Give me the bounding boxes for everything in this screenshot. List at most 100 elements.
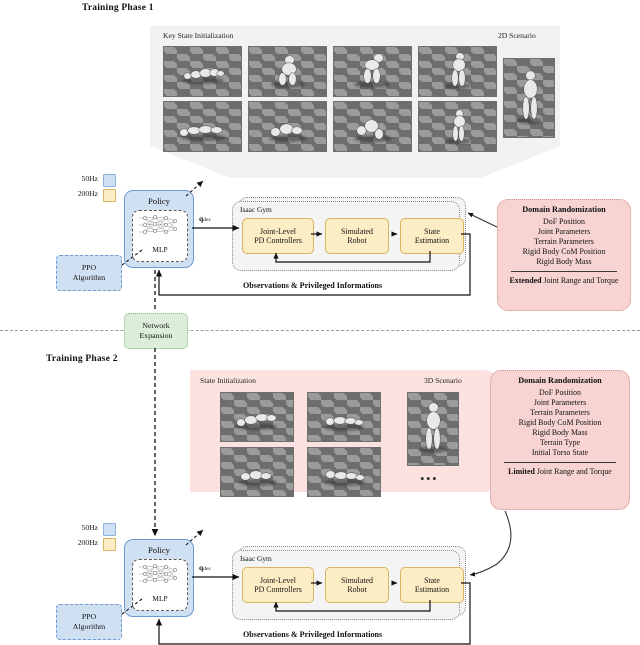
block-line1: State (424, 226, 440, 236)
qdes-signal-label: qdes (199, 214, 211, 223)
dr-divider (504, 462, 616, 464)
isaac-gym-title: Isaac Gym (240, 205, 272, 214)
dr-divider (511, 271, 617, 273)
dr-item: Terrain Parameters (534, 236, 594, 246)
sim-thumbnail (163, 46, 242, 97)
ppo-line2: Algorithm (72, 622, 106, 631)
block-line1: State (424, 575, 440, 585)
dr-footer-rest: Joint Range and Torque (541, 276, 619, 286)
phase1-panel-left-label: Key State Initialization (163, 31, 234, 40)
mlp-network-icon (139, 215, 177, 234)
ppo-line1: PPO (81, 612, 97, 622)
legend-label-50hz: 50Hz (81, 523, 98, 532)
sim-thumbnail-scenario-3d (407, 392, 459, 466)
dr-item: Rigid Body Mass (532, 427, 588, 437)
dr-title: Domain Randomization (518, 376, 602, 385)
phase1-title: Training Phase 1 (82, 3, 154, 13)
dr-title: Domain Randomization (522, 205, 606, 214)
legend-label-200hz: 200Hz (77, 538, 98, 547)
sim-thumbnail (418, 46, 497, 97)
mlp-network-icon (139, 564, 177, 583)
ppo-algorithm-box[interactable]: PPO Algorithm (56, 255, 122, 291)
dr-item: Rigid Body CoM Position (522, 246, 606, 256)
sim-thumbnail (220, 392, 294, 442)
dr-footer-strong: Limited (508, 467, 535, 477)
sim-thumbnail (220, 447, 294, 497)
dr-footer-rest: Joint Range and Torque (534, 467, 612, 477)
policy-title: Policy (148, 196, 170, 206)
mlp-label: MLP (152, 594, 168, 603)
dr-item: Initial Torso State (531, 448, 589, 458)
feedback-label: Observations & Privileged Informations (243, 281, 383, 290)
dr-item: DoF Position (543, 216, 585, 226)
block-line1: Simulated (341, 575, 373, 585)
mlp-container: MLP (132, 559, 188, 611)
checkerboard-floor (334, 102, 411, 151)
block-line2: Estimation (414, 236, 450, 245)
ellipsis-more-scenarios: ••• (420, 471, 439, 486)
policy-box[interactable]: Policy MLP (124, 190, 194, 268)
legend-swatch-50hz (103, 523, 116, 536)
sim-thumbnail (418, 101, 497, 152)
network-expansion-line1: Network (142, 321, 170, 331)
phase2-panel-left-label: State Initialization (200, 376, 256, 385)
block-line2: Robot (347, 236, 367, 245)
dr-footer: Limited Joint Range and Torque (495, 467, 625, 477)
dr-item: Terrain Type (539, 438, 581, 448)
block-line2: PD Controllers (254, 585, 302, 594)
feedback-label: Observations & Privileged Informations (243, 630, 383, 639)
qdes-symbol: q (199, 563, 204, 572)
sim-thumbnail (307, 392, 381, 442)
sim-thumbnail-scenario-2d (503, 58, 555, 138)
qdes-symbol: q (199, 214, 204, 223)
mlp-label: MLP (152, 245, 168, 254)
dr-footer: Extended Joint Range and Torque (502, 276, 626, 286)
dr-item: DoF Position (539, 387, 581, 397)
block-line2: Estimation (414, 585, 450, 594)
block-line1: Joint-Level (260, 575, 296, 585)
mlp-container: MLP (132, 210, 188, 262)
ppo-line2: Algorithm (72, 273, 106, 282)
block-line1: Simulated (341, 226, 373, 236)
phase2-title: Training Phase 2 (46, 354, 118, 364)
qdes-signal-label: qdes (199, 563, 211, 572)
dr-item: Rigid Body Mass (536, 256, 592, 266)
block-line1: Joint-Level (260, 226, 296, 236)
legend-label-200hz: 200Hz (77, 189, 98, 198)
checkerboard-floor (419, 47, 496, 96)
network-expansion-box[interactable]: Network Expansion (124, 313, 188, 349)
policy-box[interactable]: Policy MLP (124, 539, 194, 617)
sim-thumbnail (307, 447, 381, 497)
sim-thumbnail (248, 46, 327, 97)
qdes-subscript: des (203, 217, 211, 223)
isaac-gym-title: Isaac Gym (240, 554, 272, 563)
legend-swatch-50hz (103, 174, 116, 187)
block-line2: PD Controllers (254, 236, 302, 245)
ppo-line1: PPO (81, 263, 97, 273)
ppo-algorithm-box[interactable]: PPO Algorithm (56, 604, 122, 640)
phase2-panel-right-label: 3D Scenario (424, 376, 462, 385)
domain-randomization-box-phase2[interactable]: Domain Randomization DoF Position Joint … (490, 370, 630, 510)
sim-thumbnail (333, 46, 412, 97)
domain-randomization-box-phase1[interactable]: Domain Randomization DoF Position Joint … (497, 199, 631, 311)
dr-item: Joint Parameters (537, 226, 591, 236)
network-expansion-line2: Expansion (139, 331, 173, 340)
sim-thumbnail (333, 101, 412, 152)
dr-footer-strong: Extended (509, 276, 542, 286)
legend-swatch-200hz (103, 189, 116, 202)
dr-item: Joint Parameters (533, 397, 587, 407)
sim-thumbnail (248, 101, 327, 152)
checkerboard-floor (334, 47, 411, 96)
legend-label-50hz: 50Hz (81, 174, 98, 183)
phase1-panel-right-label: 2D Scenario (498, 31, 536, 40)
legend-swatch-200hz (103, 538, 116, 551)
dr-item: Terrain Parameters (530, 407, 590, 417)
